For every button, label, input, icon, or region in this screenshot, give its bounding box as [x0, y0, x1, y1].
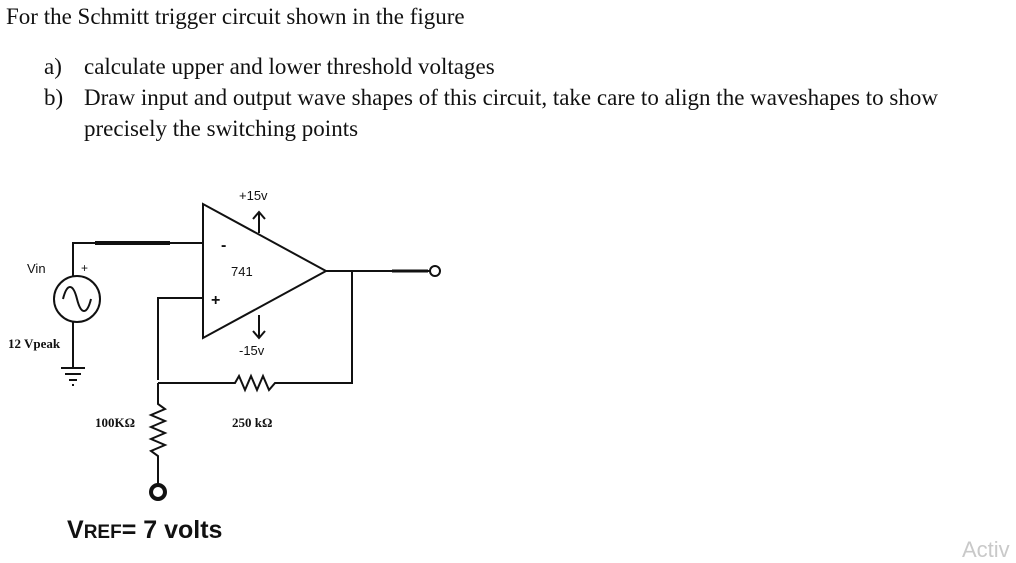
vin-label: Vin — [27, 261, 46, 276]
opamp-model-label: 741 — [231, 264, 253, 279]
r2-label: 250 kΩ — [232, 415, 272, 430]
r1-resistor — [148, 400, 168, 468]
positive-supply-arrow — [252, 210, 266, 220]
positive-supply-label: +15v — [239, 188, 268, 203]
source-plus-sign: + — [81, 261, 88, 275]
question-parts: a) calculate upper and lower threshold v… — [44, 51, 1004, 144]
vref-equation: VREF= 7 volts — [67, 516, 222, 544]
opamp-triangle — [202, 202, 329, 340]
r1-label: 100KΩ — [95, 415, 135, 430]
noninverting-input-wire — [157, 297, 203, 380]
vref-symbol-v: V — [67, 516, 84, 544]
question-part-a: a) calculate upper and lower threshold v… — [44, 51, 1004, 82]
ac-source-sine — [62, 286, 92, 312]
vref-subscript: REF — [84, 522, 122, 543]
question-intro: For the Schmitt trigger circuit shown in… — [6, 4, 465, 29]
vref-terminal — [149, 483, 167, 501]
noninverting-sign: + — [211, 292, 220, 309]
vref-value: = 7 volts — [122, 516, 223, 544]
ac-source-symbol — [53, 275, 101, 323]
inverting-input-wire — [72, 242, 203, 276]
part-b-text: Draw input and output wave shapes of thi… — [84, 85, 938, 141]
part-b-label: b) — [44, 85, 64, 110]
source-amplitude-label: 12 Vpeak — [8, 336, 61, 351]
part-a-text: calculate upper and lower threshold volt… — [84, 54, 495, 79]
question-part-b: b) Draw input and output wave shapes of … — [44, 82, 1004, 144]
inverting-sign: - — [221, 237, 226, 254]
activation-watermark: Activ — [962, 537, 1010, 562]
negative-supply-label: -15v — [239, 343, 265, 358]
part-a-label: a) — [44, 54, 62, 79]
output-terminal — [429, 265, 441, 277]
negative-supply-arrow — [252, 330, 266, 340]
feedback-wire-right — [282, 270, 353, 384]
feedback-resistor — [230, 373, 282, 393]
